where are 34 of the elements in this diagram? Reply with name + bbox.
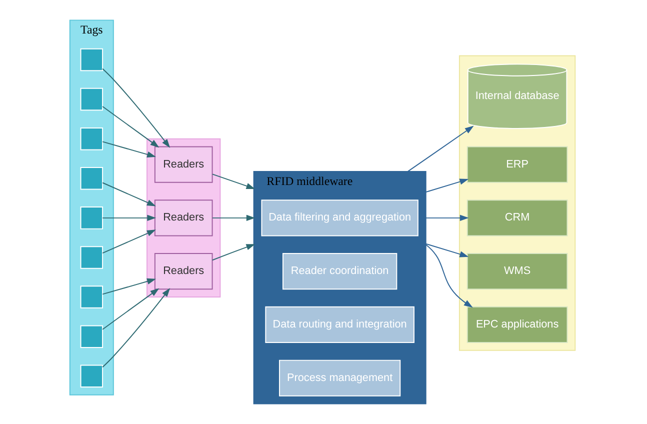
node-box: Readers [154,200,212,236]
node-box: EPC applications [466,306,568,343]
node-box [80,127,103,150]
node-box: Process management [278,360,400,396]
node-box: Data routing and integration [264,306,414,343]
node-box: Data filtering and aggregation [260,200,418,236]
arrow [212,174,255,190]
arrow [102,106,159,148]
node-box [80,167,103,190]
node-box: WMS [466,253,568,290]
node-box: Reader coordination [282,253,397,290]
node-box: Readers [154,253,212,290]
arrow [102,288,159,330]
node-box [80,88,103,111]
arrow [424,214,468,222]
node-box [80,206,103,230]
node-box [80,48,103,72]
node-box [80,246,103,269]
node-box [80,325,103,348]
arrow [406,126,474,172]
cluster: Tags [68,20,114,396]
arrow [424,243,468,258]
node-box: ERP [466,146,568,183]
arrow [102,288,170,368]
node-box [80,286,103,308]
arrow [212,214,255,222]
arrow [102,68,170,148]
node-box: Readers [154,146,212,183]
arrow [211,244,255,261]
node-box [80,364,103,388]
arrow [102,214,156,222]
node-box: CRM [466,200,568,236]
arrow [424,244,472,308]
arrow [424,178,468,193]
